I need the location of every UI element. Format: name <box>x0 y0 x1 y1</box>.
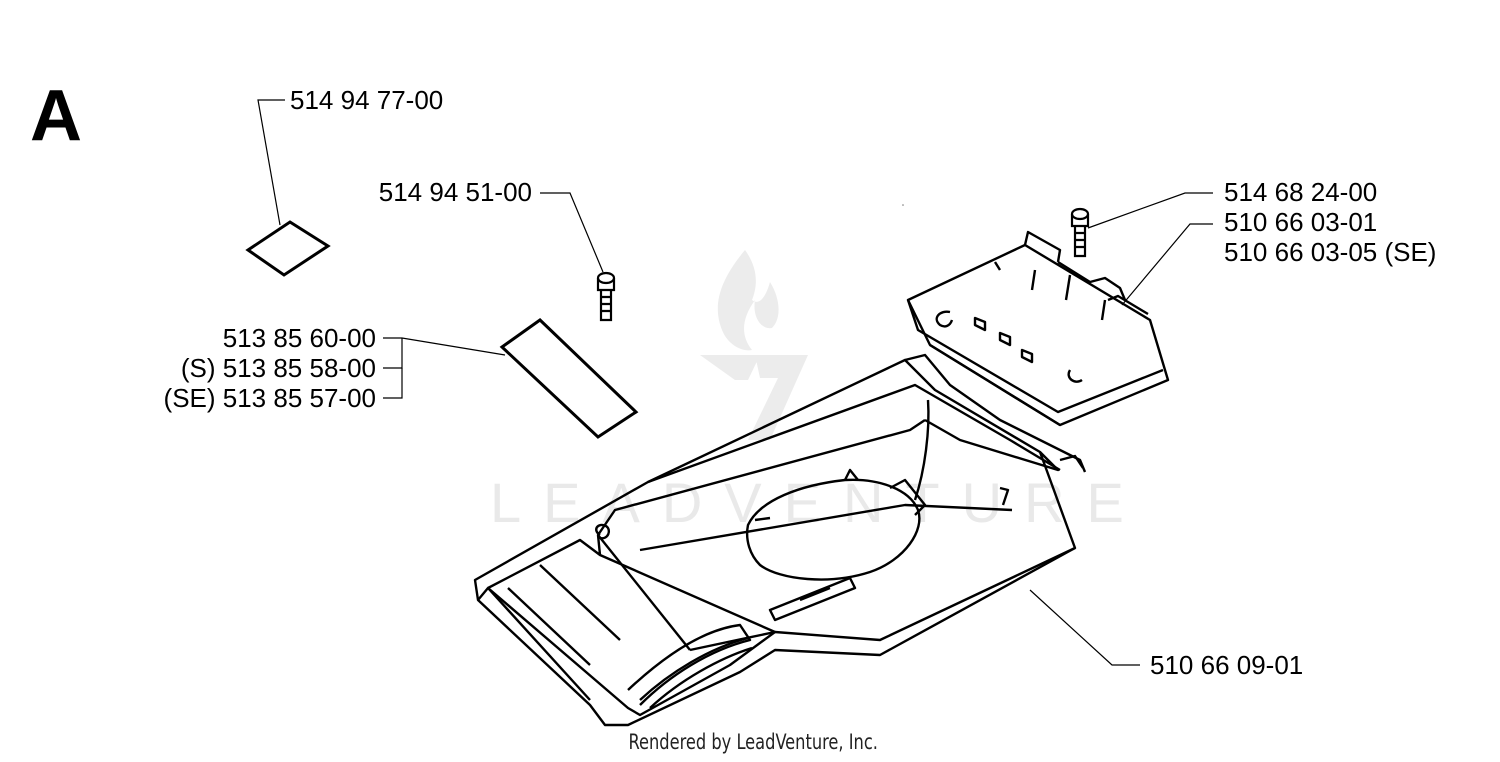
label-decal-square: 514 94 77-00 <box>290 85 444 115</box>
label-decal-strip-se: (SE) 513 85 57-00 <box>163 383 376 413</box>
footer-credit: Rendered by LeadVenture, Inc. <box>628 730 878 754</box>
leader-decal-strip-bracket2 <box>383 368 403 399</box>
leader-screw-left <box>540 192 604 273</box>
screw-right <box>1070 207 1090 258</box>
label-cover-se: 510 66 03-05 (SE) <box>1224 237 1437 267</box>
leader-deck <box>1029 589 1140 666</box>
leader-screw-right <box>1087 192 1213 229</box>
stray-dot <box>902 204 904 206</box>
label-decal-strip: 513 85 60-00 <box>222 323 376 353</box>
main-deck <box>473 353 1087 727</box>
label-deck: 510 66 09-01 <box>1150 650 1304 680</box>
label-screw-right: 514 68 24-00 <box>1224 177 1378 207</box>
label-decal-strip-s: (S) 513 85 58-00 <box>180 353 376 383</box>
rear-cover <box>906 230 1170 427</box>
watermark-logo <box>700 250 808 440</box>
screw-left <box>596 271 616 322</box>
section-letter: A <box>30 76 82 156</box>
label-screw-left: 514 94 51-00 <box>378 177 532 207</box>
leader-cover <box>1121 223 1213 306</box>
leader-decal-square <box>257 99 285 226</box>
leader-decal-strip <box>383 337 506 356</box>
leader-decal-strip-bracket <box>383 338 403 369</box>
label-cover-std: 510 66 03-01 <box>1224 207 1378 237</box>
square-decal <box>245 220 331 277</box>
strip-decal <box>499 318 639 439</box>
